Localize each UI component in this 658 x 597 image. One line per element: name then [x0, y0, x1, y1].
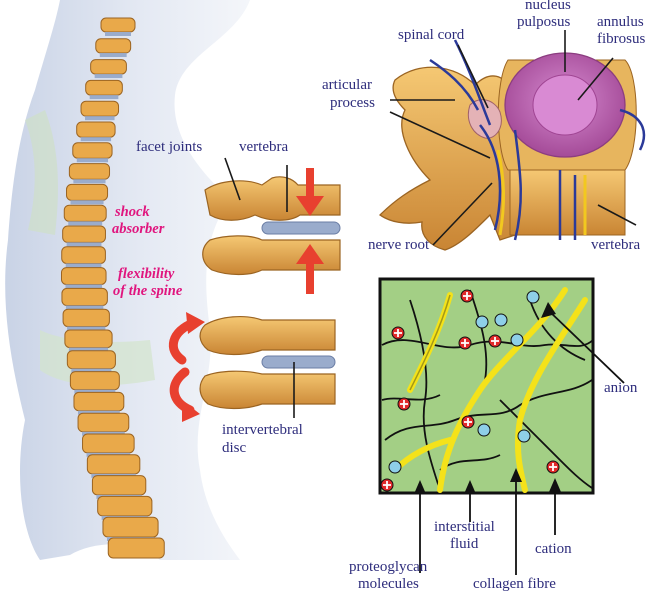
vertebra-segment — [62, 288, 107, 305]
vertebra-cross-section — [380, 40, 644, 250]
label-vertebra-right: vertebra — [591, 237, 640, 254]
vertebra-segment — [74, 392, 124, 410]
label-pulposus: pulposus — [517, 14, 570, 31]
vertebra-segment — [96, 39, 131, 53]
label-flexibility: flexibility — [118, 266, 174, 283]
label-shock: shock — [115, 204, 150, 221]
vertebra-segment — [67, 184, 108, 200]
label-absorber: absorber — [112, 221, 164, 238]
disc-segment — [85, 116, 115, 120]
vertebra-segment — [61, 268, 106, 285]
vertebra-segment — [65, 330, 112, 348]
disc-segment — [95, 74, 123, 78]
vertebra-segment — [92, 476, 145, 495]
vertebra-segment — [63, 309, 109, 326]
disc-segment — [68, 221, 102, 225]
label-molecules: molecules — [358, 576, 419, 593]
label-nerve-root: nerve root — [368, 237, 429, 254]
vertebra-segment — [73, 143, 112, 158]
disc-segment — [90, 95, 119, 99]
label-spinal-cord: spinal cord — [398, 27, 464, 44]
disc-segment — [77, 158, 108, 162]
disc-segment — [73, 179, 105, 183]
disc-segment — [100, 53, 127, 57]
label-articular: articular — [322, 77, 372, 94]
label-intervertebral: intervertebral — [222, 422, 303, 439]
label-of-the-spine: of the spine — [113, 283, 182, 300]
label-interstitial: interstitial — [434, 519, 495, 536]
label-fluid: fluid — [450, 536, 478, 553]
cartilage-matrix — [380, 279, 593, 493]
vertebra-segment — [83, 434, 135, 453]
label-fibrosus: fibrosus — [597, 31, 645, 48]
vertebra-segment — [64, 205, 106, 221]
vertebra-segment — [108, 538, 164, 558]
vertebra-segment — [69, 164, 109, 180]
vertebra-segment — [103, 517, 158, 537]
label-anion: anion — [604, 380, 637, 397]
label-proteoglycan: proteoglycan — [349, 559, 427, 576]
vertebra-segment — [86, 80, 123, 95]
label-collagen-fibre: collagen fibre — [473, 576, 556, 593]
vertebra-closeup-lower — [200, 317, 335, 409]
label-disc: disc — [222, 440, 246, 457]
vertebra-segment — [87, 455, 139, 474]
vertebra-segment — [78, 413, 129, 432]
vertebra-segment — [91, 60, 127, 74]
label-process: process — [330, 95, 375, 112]
label-annulus: annulus — [597, 14, 644, 31]
vertebra-segment — [62, 247, 106, 264]
disc-segment — [81, 137, 111, 141]
label-nucleus: nucleus — [525, 0, 571, 14]
label-facet-joints: facet joints — [136, 139, 202, 156]
disc-segment — [71, 200, 104, 204]
vertebra-segment — [70, 372, 119, 390]
label-vertebra-left: vertebra — [239, 139, 288, 156]
vertebra-segment — [77, 122, 115, 137]
disc-segment — [65, 284, 102, 288]
vertebra-segment — [67, 351, 115, 369]
vertebra-segment — [81, 101, 119, 116]
disc-segment — [66, 263, 102, 267]
disc-segment — [105, 32, 131, 36]
vertebra-segment — [98, 496, 152, 516]
label-cation: cation — [535, 541, 572, 558]
vertebra-segment — [63, 226, 106, 242]
disc-segment — [67, 242, 102, 246]
vertebra-segment — [101, 18, 135, 32]
